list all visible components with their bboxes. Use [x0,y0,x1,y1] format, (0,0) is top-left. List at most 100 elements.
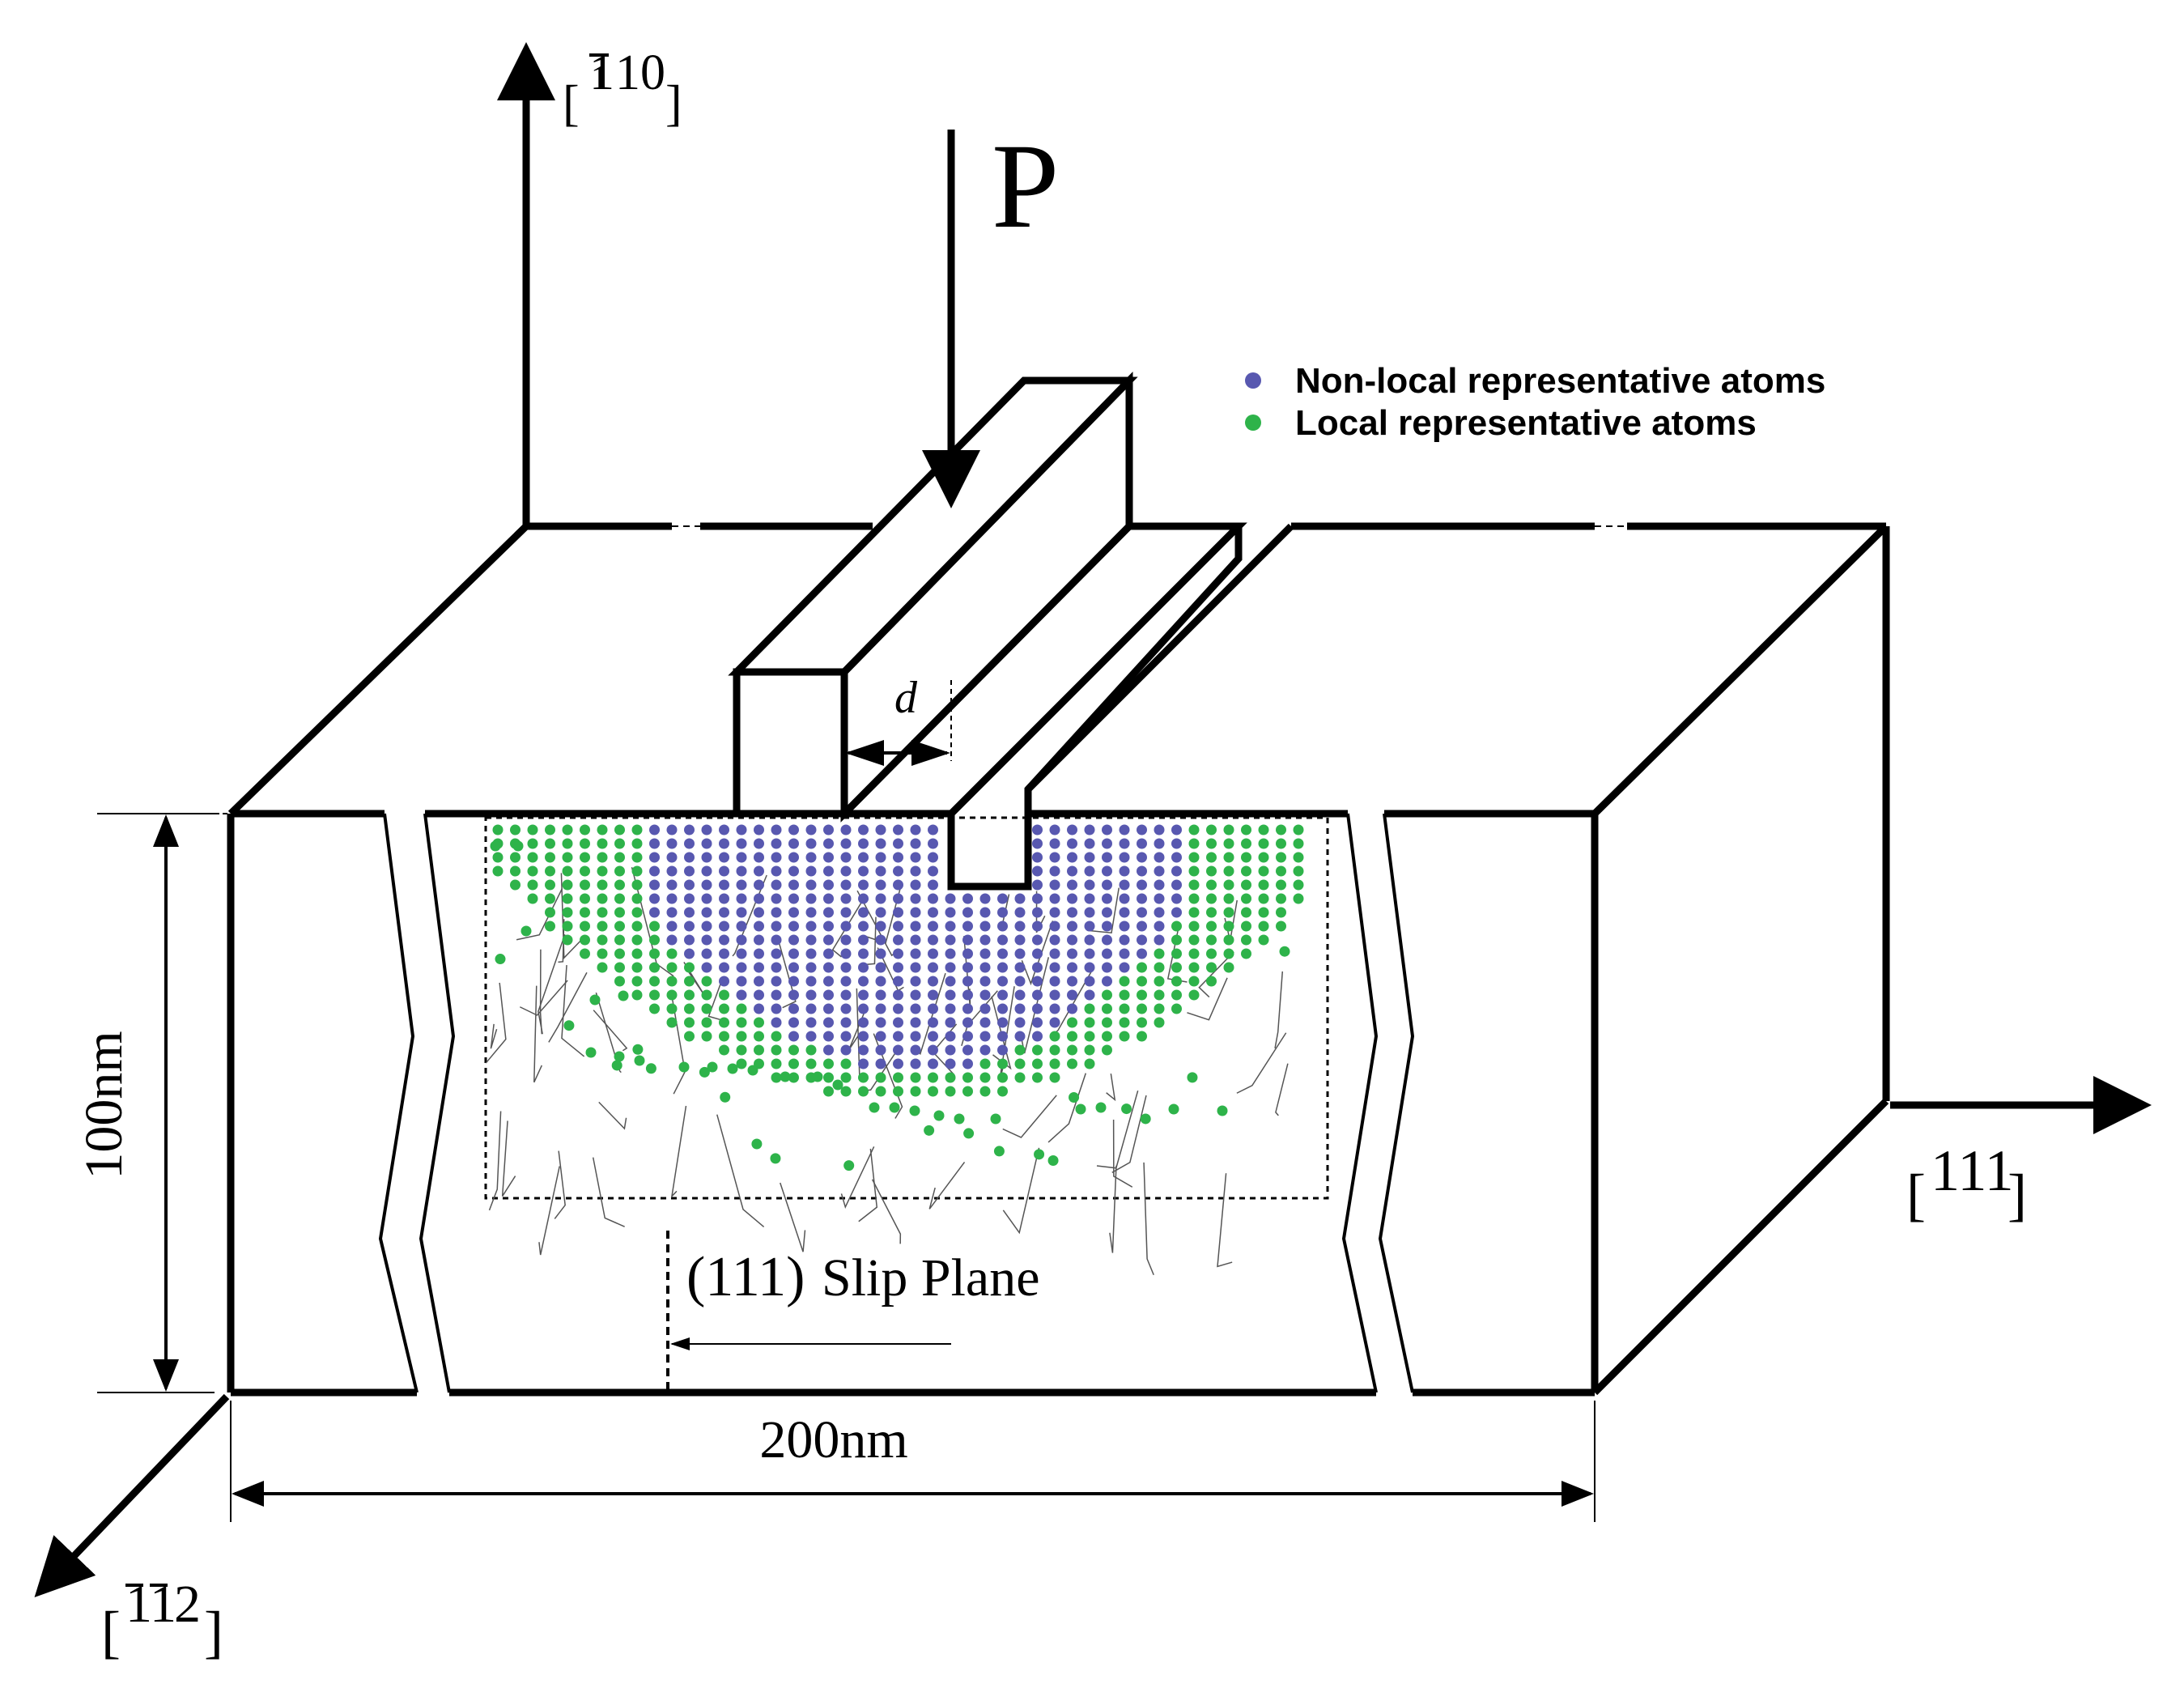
local-atom [962,1072,973,1083]
local-atom [1140,1113,1151,1125]
nonlocal-atom [1171,879,1182,891]
nonlocal-atom [910,989,921,1001]
local-atom [1102,1003,1112,1014]
local-atom [1206,852,1217,863]
nonlocal-atom [875,893,886,904]
nonlocal-atom [840,865,852,877]
nonlocal-atom [928,1058,938,1069]
mesh-edge [1236,1032,1287,1094]
nonlocal-atom [1154,907,1165,918]
local-atom [1241,907,1251,918]
mesh-edge [538,933,566,1035]
slip-plane-index: (111) [686,1246,805,1308]
local-atom [631,934,643,946]
nonlocal-atom [701,824,712,835]
nonlocal-atom [840,893,852,904]
nonlocal-atom [997,1003,1008,1014]
mesh-edge [1112,1119,1133,1188]
local-atom [1171,1003,1182,1014]
nonlocal-atom [928,838,938,849]
nonlocal-atom [823,962,834,973]
local-atom [1258,865,1269,877]
gap-label: d [894,673,918,723]
nonlocal-atom [805,948,817,959]
local-atom [597,838,608,849]
local-atom [684,1031,695,1042]
mesh-edge [560,873,581,959]
local-atom [631,948,643,959]
local-atom [1154,1017,1165,1028]
nonlocal-atom [962,907,973,918]
nonlocal-atom [858,976,869,987]
nonlocal-atom [893,934,903,946]
local-atom [1276,824,1286,835]
mesh-edge [554,1150,566,1219]
nonlocal-atom [997,948,1008,959]
nonlocal-atom [1137,838,1147,849]
local-atom [719,989,729,1001]
nonlocal-atom [945,1003,956,1014]
nonlocal-atom [823,921,834,932]
nonlocal-atom [840,838,852,849]
local-atom [490,840,501,852]
nonlocal-atom [858,1058,869,1069]
nonlocal-atom [823,1003,834,1014]
nonlocal-atom [1014,989,1026,1001]
nonlocal-atom [736,879,747,891]
local-atom [611,1060,622,1071]
mesh-edge [558,919,565,963]
nonlocal-atom [875,948,886,959]
local-atom [1206,976,1217,987]
nonlocal-atom [979,948,991,959]
nonlocal-atom [1119,865,1130,877]
local-atom [788,1044,799,1056]
nonlocal-atom [754,852,764,863]
nonlocal-atom [666,852,678,863]
nonlocal-atom [1049,893,1060,904]
nonlocal-atom [701,907,712,918]
local-atom [997,1058,1008,1069]
nonlocal-atom [1171,893,1182,904]
nonlocal-atom [788,907,799,918]
nonlocal-atom [875,1031,886,1042]
local-atom [597,893,608,904]
nonlocal-atom [893,989,903,1001]
local-atom [1119,976,1130,987]
nonlocal-atom [666,921,678,932]
local-atom [858,1086,869,1097]
nonlocal-atom [858,852,869,863]
local-atom [1188,838,1200,849]
nonlocal-atom [823,893,834,904]
svg-text:2: 2 [174,1575,201,1634]
nonlocal-atom [754,948,764,959]
nonlocal-atom [736,907,747,918]
local-atom [823,1058,834,1069]
nonlocal-atom [875,865,886,877]
nonlocal-atom [945,1031,956,1042]
nonlocal-atom [928,934,938,946]
mesh-edge [533,985,543,1083]
mesh-edge [516,888,563,941]
nonlocal-atom [1171,838,1182,849]
local-atom [1102,1044,1112,1056]
nonlocal-atom [997,1017,1008,1028]
local-atom [562,893,573,904]
nonlocal-atom [858,1044,869,1056]
legend: Non-local representative atoms Local rep… [1245,361,1825,443]
local-atom [1171,962,1182,973]
nonlocal-atom [1067,838,1077,849]
local-atom [1223,948,1234,959]
local-atom [631,907,643,918]
nonlocal-atom [1119,838,1130,849]
nonlocal-atom [701,852,712,863]
local-atom [719,1044,729,1056]
nonlocal-atom [945,948,956,959]
local-atom [771,1072,782,1083]
nonlocal-atom [1067,948,1077,959]
local-atom [580,948,590,959]
local-atom [823,1072,834,1083]
local-atom [751,1138,763,1150]
nonlocal-atom [1049,879,1060,891]
local-atom [1258,852,1269,863]
local-atom [962,1086,973,1097]
